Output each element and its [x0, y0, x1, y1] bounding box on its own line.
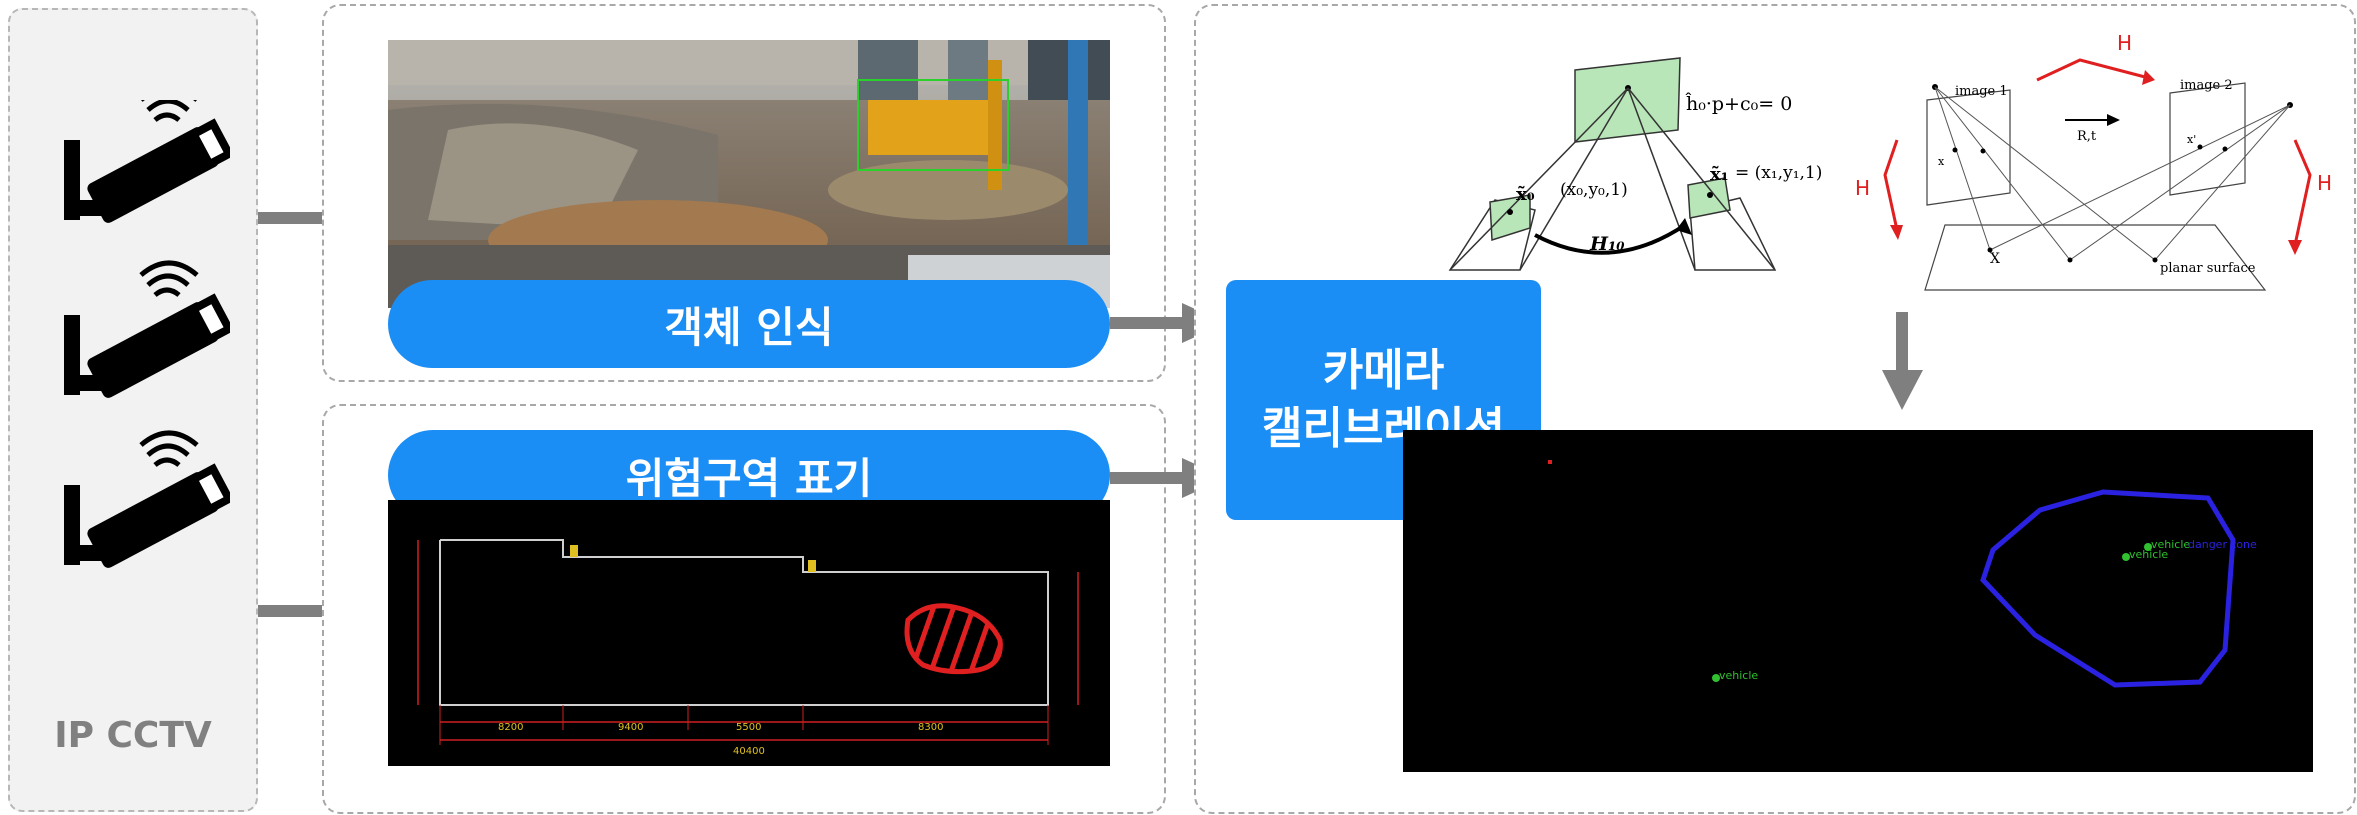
vehicle-label-2: vehicle — [2129, 548, 2168, 561]
cad-dim-2: 9400 — [618, 722, 643, 733]
cctv-panel: IP CCTV — [8, 8, 258, 812]
object-detection-label: 객체 인식 — [388, 280, 1110, 368]
h-left-label: H — [1855, 176, 1870, 200]
cctv-label: IP CCTV — [54, 715, 212, 756]
arrow-down — [1882, 312, 1923, 410]
x-label: x — [1938, 155, 1945, 168]
h10-label: H₁₀ — [1589, 233, 1625, 255]
x1-coords: = (x₁,y₁,1) — [1735, 163, 1822, 183]
cad-dim-total: 40400 — [733, 746, 765, 757]
plane-equation: ĥ₀·p+c₀= 0 — [1685, 92, 1792, 115]
h-top-label: H — [2117, 31, 2132, 55]
x-prime-label: x' — [2187, 133, 2196, 146]
calibration-line1: 카메라 — [1322, 345, 1445, 396]
planar-surface-label: planar surface — [2160, 261, 2256, 276]
cad-dim-1: 8200 — [498, 722, 523, 733]
cad-dim-4: 8300 — [918, 722, 943, 733]
planar-homography-diagram: H H H image 1 image 2 R,t x x' X planar … — [1855, 31, 2332, 291]
x1-label: x̃₁ — [1710, 164, 1729, 185]
detection-result-view: vehicle danger zone vehicle vehicle — [1403, 430, 2313, 772]
image2-label: image 2 — [2180, 78, 2233, 93]
h-right-label: H — [2317, 171, 2332, 195]
cad-dim-3: 5500 — [736, 722, 761, 733]
rt-label: R,t — [2077, 129, 2097, 144]
vehicle-label-1: vehicle — [2151, 538, 2190, 551]
vehicle-label-3: vehicle — [1719, 669, 1758, 682]
construction-site-photo — [388, 40, 1110, 308]
cad-floor-plan: 8200 9400 5500 8300 40400 — [388, 500, 1110, 766]
x-world-label: X — [1990, 251, 2000, 267]
cctv-camera-icons — [50, 100, 230, 660]
homography-diagram: ĥ₀·p+c₀= 0 x̃₀ (x₀,y₀,1) x̃₁ = (x₁,y₁,1)… — [1448, 57, 1822, 271]
x0-label: x̃₀ — [1516, 184, 1535, 205]
danger-zone-text: danger zone — [2188, 538, 2257, 551]
x0-coords: (x₀,y₀,1) — [1560, 180, 1628, 200]
image1-label: image 1 — [1955, 84, 2008, 99]
